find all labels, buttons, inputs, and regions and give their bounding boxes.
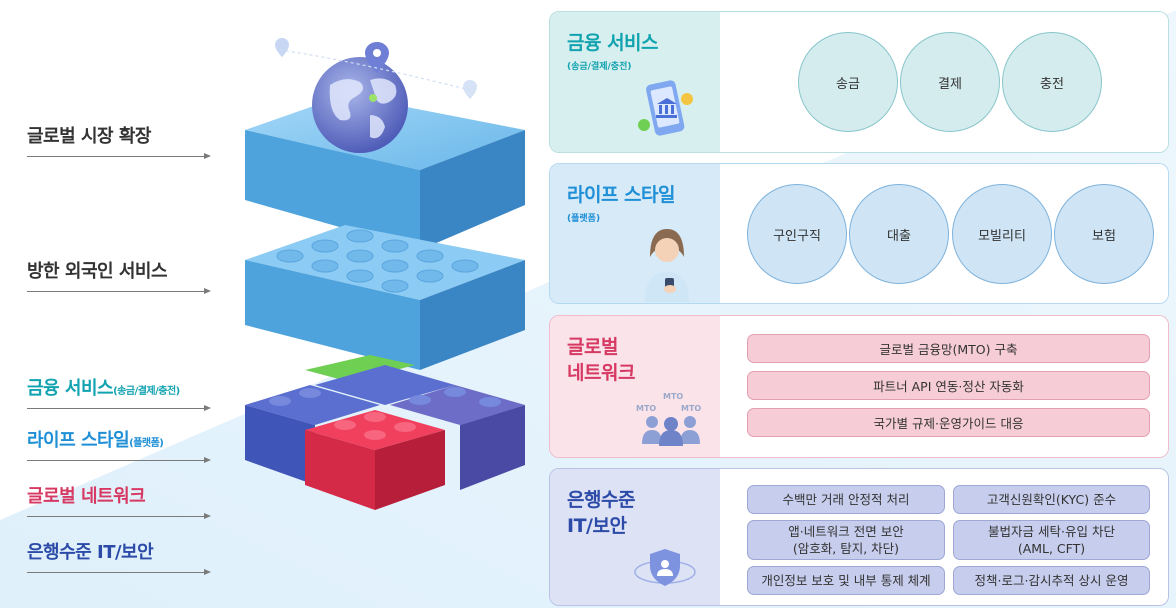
arrow-line [27,457,211,463]
panel-lifestyle: 라이프 스타일 (플랫폼) 구인구직 대출 모빌리티 보험 [549,163,1169,304]
stacked-blocks-illustration [245,38,525,510]
security-item-app-security: 앱·네트워크 전면 보안 (암호화, 탐지, 차단) [747,520,945,560]
panel-finance-head: 금융 서비스 (송금/결제/충전) [550,12,720,152]
network-item-mto: 글로벌 금융망(MTO) 구축 [747,334,1150,363]
panel-network-head: 글로벌 네트워크 MTO MTO MTO [550,316,720,457]
mto-label-top: MTO [663,392,684,401]
panel-finance-body: 송금 결제 충전 [720,12,1168,152]
security-item-kyc: 고객신원확인(KYC) 준수 [953,485,1150,514]
person-phone-icon [645,229,689,302]
panel-security-head: 은행수준 IT/보안 [550,469,720,605]
globe-icon [312,42,408,153]
middle-lego-slab [245,225,525,370]
security-item-aml: 불법자금 세탁·유입 차단 (AML, CFT) [953,520,1150,560]
label-foreign-visitor: 방한 외국인 서비스 [27,257,212,294]
security-item-privacy: 개인정보 보호 및 내부 통제 체계 [747,566,945,595]
arrow-line [27,153,211,159]
finance-item-payment: 결제 [900,32,1000,132]
arrow-line [27,569,211,575]
label-lifestyle-text: 라이프 스타일 [27,430,130,451]
panel-finance-title: 금융 서비스 [567,32,659,54]
panel-security-body: 수백만 거래 안정적 처리 고객신원확인(KYC) 준수 앱·네트워크 전면 보… [720,469,1168,605]
label-finance-small: (송금/결제/충전) [113,386,180,397]
panel-lifestyle-sub: (플랫폼) [567,214,601,224]
finance-item-remit: 송금 [798,32,898,132]
mto-label-left: MTO [636,404,657,413]
arrow-line [27,405,211,411]
security-item-monitoring: 정책·로그·감시추적 상시 운영 [953,566,1150,595]
panel-security: 은행수준 IT/보안 수백만 거래 안정적 처리 고객신원확인(KYC) 준수 … [549,468,1169,606]
label-global-market: 글로벌 시장 확장 [27,122,212,159]
label-network-text: 글로벌 네트워크 [27,486,146,507]
bottom-lego-bricks [245,365,525,510]
label-global-market-text: 글로벌 시장 확장 [27,126,151,147]
finance-item-charge: 충전 [1002,32,1102,132]
label-lifestyle: 라이프 스타일(플랫폼) [27,426,212,463]
panel-lifestyle-body: 구인구직 대출 모빌리티 보험 [720,164,1168,303]
people-group-icon [642,416,700,446]
lifestyle-item-mobility: 모빌리티 [952,184,1052,284]
mobile-bank-icon [638,80,693,136]
label-finance-text: 금융 서비스 [27,378,114,399]
network-item-api: 파트너 API 연동·정산 자동화 [747,371,1150,400]
label-network: 글로벌 네트워크 [27,482,212,519]
security-item-transactions: 수백만 거래 안정적 처리 [747,485,945,514]
panel-network-body: 글로벌 금융망(MTO) 구축 파트너 API 연동·정산 자동화 국가별 규제… [720,316,1168,457]
panel-finance: 금융 서비스 (송금/결제/충전) 송금 결제 충전 [549,11,1169,153]
panel-network: 글로벌 네트워크 MTO MTO MTO 글로벌 금융망(MTO) 구축 파트너… [549,315,1169,458]
shield-user-icon [634,549,696,586]
panel-lifestyle-head: 라이프 스타일 (플랫폼) [550,164,720,303]
panel-network-title: 글로벌 네트워크 [567,336,635,384]
panel-lifestyle-title: 라이프 스타일 [567,184,676,206]
label-security-text: 은행수준 IT/보안 [27,542,154,563]
arrow-line [27,288,211,294]
label-security: 은행수준 IT/보안 [27,538,212,575]
panel-security-title: 은행수준 IT/보안 [567,489,635,537]
label-foreign-visitor-text: 방한 외국인 서비스 [27,261,168,282]
lifestyle-item-insurance: 보험 [1054,184,1154,284]
lifestyle-item-loan: 대출 [849,184,949,284]
panel-finance-sub: (송금/결제/충전) [567,62,632,72]
label-lifestyle-small: (플랫폼) [129,438,164,449]
mto-label-right: MTO [681,404,702,413]
label-finance: 금융 서비스(송금/결제/충전) [27,374,212,411]
arrow-line [27,513,211,519]
lifestyle-item-jobs: 구인구직 [747,184,847,284]
network-item-regulation: 국가별 규제·운영가이드 대응 [747,408,1150,437]
